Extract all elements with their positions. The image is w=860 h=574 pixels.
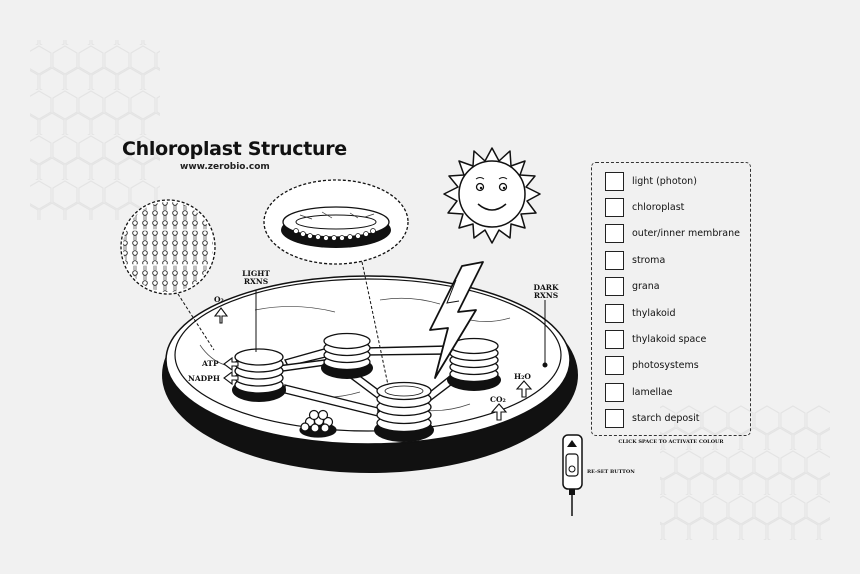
dark-rxns-label: DARK RXNS bbox=[533, 283, 559, 300]
legend-color-box[interactable] bbox=[605, 171, 624, 191]
legend-color-box[interactable] bbox=[605, 198, 624, 218]
legend-item-label: starch deposit bbox=[632, 413, 700, 425]
legend-item-label: light (photon) bbox=[632, 175, 697, 187]
atp-arrow-icon bbox=[223, 356, 239, 372]
co2-label: CO₂ bbox=[490, 395, 506, 404]
nadph-label: NADPH bbox=[188, 374, 220, 383]
legend-color-box[interactable] bbox=[605, 356, 624, 376]
h2o-label: H₂O bbox=[514, 372, 531, 381]
hexagon-pattern-left bbox=[30, 40, 160, 220]
granum-stack-back bbox=[321, 332, 373, 379]
legend-item[interactable]: lamellae bbox=[605, 379, 750, 405]
reset-switch[interactable] bbox=[562, 434, 583, 516]
hexagon-pattern-right bbox=[660, 405, 830, 540]
lightning-bolt-icon bbox=[429, 261, 484, 379]
legend-color-box[interactable] bbox=[605, 303, 624, 323]
membrane-zoom-circle bbox=[120, 199, 216, 351]
legend-item-label: photosystems bbox=[632, 360, 699, 372]
legend-item-label: stroma bbox=[632, 254, 666, 266]
legend-item-label: lamellae bbox=[632, 386, 673, 398]
page-title: Chloroplast Structure bbox=[122, 138, 347, 160]
granum-stack-right bbox=[447, 337, 501, 391]
legend-item[interactable]: outer/inner membrane bbox=[605, 221, 750, 247]
o2-arrow-icon bbox=[213, 307, 229, 324]
legend-item[interactable]: grana bbox=[605, 274, 750, 300]
website-link[interactable]: www.zerobio.com bbox=[180, 162, 270, 172]
label-pointers bbox=[255, 290, 548, 368]
granum-stack-left bbox=[232, 348, 286, 402]
atp-label: ATP bbox=[202, 359, 219, 368]
reset-button-label: RE-SET BUTTON bbox=[587, 469, 635, 475]
legend-item[interactable]: photosystems bbox=[605, 353, 750, 379]
sun-icon bbox=[443, 147, 541, 244]
legend-item[interactable]: thylakoid space bbox=[605, 326, 750, 352]
granum-stack-front bbox=[374, 381, 434, 442]
legend-item[interactable]: starch deposit bbox=[605, 406, 750, 432]
o2-label: O₂ bbox=[214, 295, 224, 304]
legend-item[interactable]: chloroplast bbox=[605, 194, 750, 220]
co2-arrow-icon bbox=[490, 403, 508, 421]
legend-color-box[interactable] bbox=[605, 409, 624, 429]
legend-color-box[interactable] bbox=[605, 224, 624, 244]
legend-item-label: thylakoid space bbox=[632, 334, 707, 346]
h2o-arrow-icon bbox=[515, 380, 533, 398]
legend-hint: CLICK SPACE TO ACTIVATE COLOUR bbox=[618, 439, 724, 445]
legend-color-box[interactable] bbox=[605, 382, 624, 402]
legend-item-label: grana bbox=[632, 281, 660, 293]
legend-item[interactable]: stroma bbox=[605, 247, 750, 273]
legend-color-box[interactable] bbox=[605, 330, 624, 350]
legend-item-label: thylakoid bbox=[632, 307, 676, 319]
thylakoid-zoom-oval bbox=[263, 179, 409, 386]
legend-color-box[interactable] bbox=[605, 250, 624, 270]
legend-item[interactable]: light (photon) bbox=[605, 168, 750, 194]
legend-panel: light (photon) chloroplast outer/inner mem… bbox=[591, 162, 751, 436]
legend-color-box[interactable] bbox=[605, 277, 624, 297]
legend-item-label: chloroplast bbox=[632, 202, 685, 214]
light-rxns-label: LIGHT RXNS bbox=[242, 269, 270, 286]
legend-item-label: outer/inner membrane bbox=[632, 228, 740, 240]
starch-deposit bbox=[299, 409, 337, 438]
legend-item[interactable]: thylakoid bbox=[605, 300, 750, 326]
nadph-arrow-icon bbox=[223, 370, 239, 386]
